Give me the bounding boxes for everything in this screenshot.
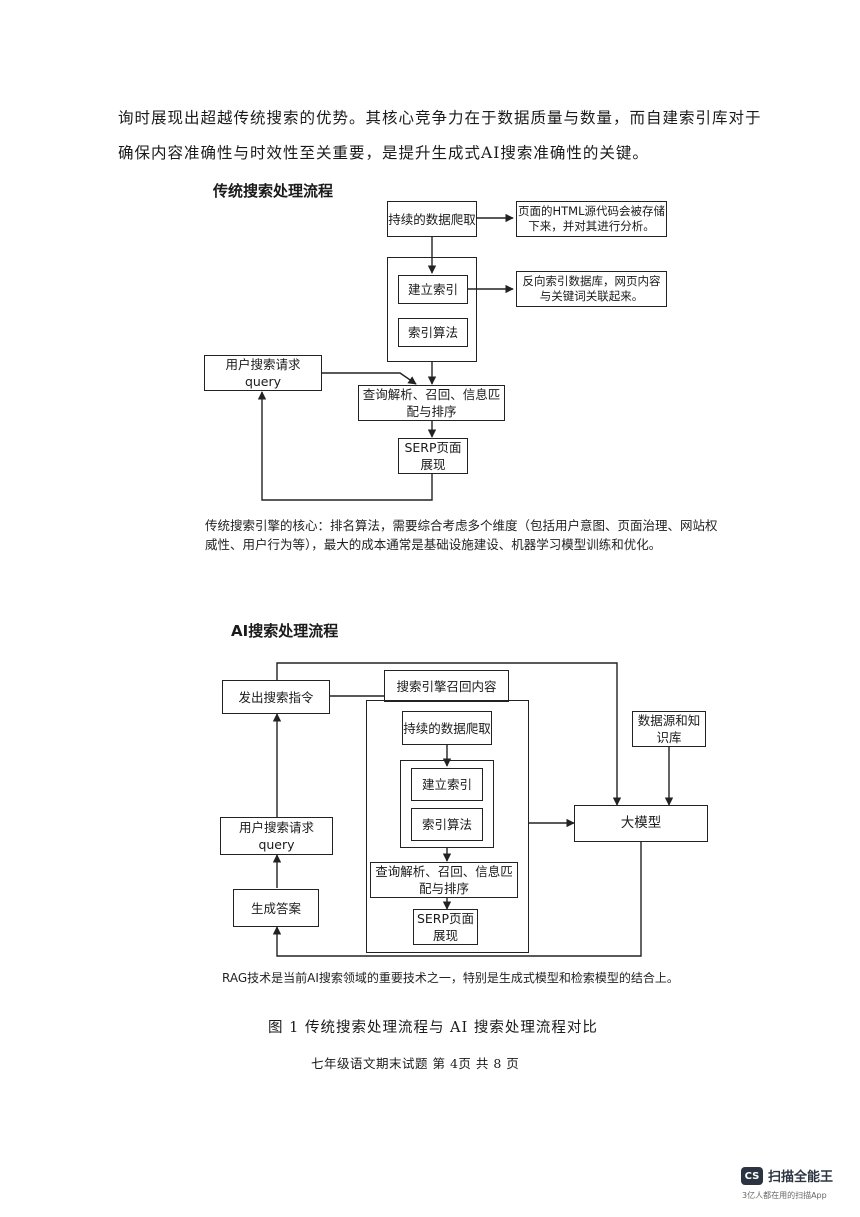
trad-query-label: 用户搜索请求: [225, 357, 301, 372]
trad-index-note: 反向索引数据库，网页内容与关键词关联起来。: [516, 271, 667, 307]
ai-title: AI搜索处理流程: [231, 622, 339, 640]
ai-index-box: 建立索引: [411, 768, 483, 801]
ai-recall-box: 搜索引擎召回内容: [384, 670, 509, 702]
intro-line-2: 确保内容准确性与时效性至关重要，是提升生成式AI搜索准确性的关键。: [118, 144, 649, 162]
watermark-logo-icon: CS: [741, 1167, 763, 1185]
trad-query-sub: query: [244, 374, 282, 389]
ai-query-box: 用户搜索请求 query: [220, 817, 333, 855]
figure-caption: 图 1 传统搜索处理流程与 AI 搜索处理流程对比: [268, 1020, 598, 1036]
ai-crawl-box: 持续的数据爬取: [402, 711, 492, 745]
ai-recall-frame: [366, 700, 529, 953]
page-footer: 七年级语文期末试题 第 4页 共 8 页: [311, 1056, 520, 1071]
traditional-title: 传统搜索处理流程: [213, 182, 334, 200]
ai-query-label: 用户搜索请求: [238, 820, 314, 835]
trad-index-box: 建立索引: [398, 275, 468, 304]
trad-parse-box: 查询解析、召回、信息匹配与排序: [358, 385, 505, 421]
ai-answer-box: 生成答案: [233, 889, 319, 927]
traditional-note: 传统搜索引擎的核心：排名算法，需要综合考虑多个维度（包括用户意图、页面治理、网站…: [205, 518, 718, 552]
trad-query-box: 用户搜索请求 query: [204, 355, 322, 391]
watermark-name: 扫描全能王: [768, 1170, 834, 1185]
trad-serp-box: SERP页面展现: [398, 438, 468, 474]
ai-llm-box: 大模型: [574, 805, 708, 842]
ai-query-sub: query: [258, 837, 295, 852]
ai-issue-box: 发出搜索指令: [222, 680, 330, 714]
trad-crawl-note: 页面的HTML源代码会被存储下来，并对其进行分析。: [516, 201, 667, 237]
ai-serp-box: SERP页面展现: [413, 909, 478, 945]
intro-line-1: 询时展现出超越传统搜索的优势。其核心竞争力在于数据质量与数量，而自建索引库对于: [118, 109, 762, 127]
ai-index-frame: [400, 760, 494, 848]
trad-index-frame: [387, 257, 477, 362]
ai-algo-box: 索引算法: [411, 808, 483, 841]
ai-datasource-box: 数据源和知识库: [632, 711, 706, 747]
trad-algo-box: 索引算法: [398, 318, 468, 347]
watermark-subtitle: 3亿人都在用的扫描App: [742, 1191, 827, 1200]
trad-crawl-box: 持续的数据爬取: [387, 201, 477, 237]
ai-note: RAG技术是当前AI搜索领域的重要技术之一，特别是生成式模型和检索模型的结合上。: [222, 971, 679, 985]
ai-parse-box: 查询解析、召回、信息匹配与排序: [370, 862, 518, 898]
